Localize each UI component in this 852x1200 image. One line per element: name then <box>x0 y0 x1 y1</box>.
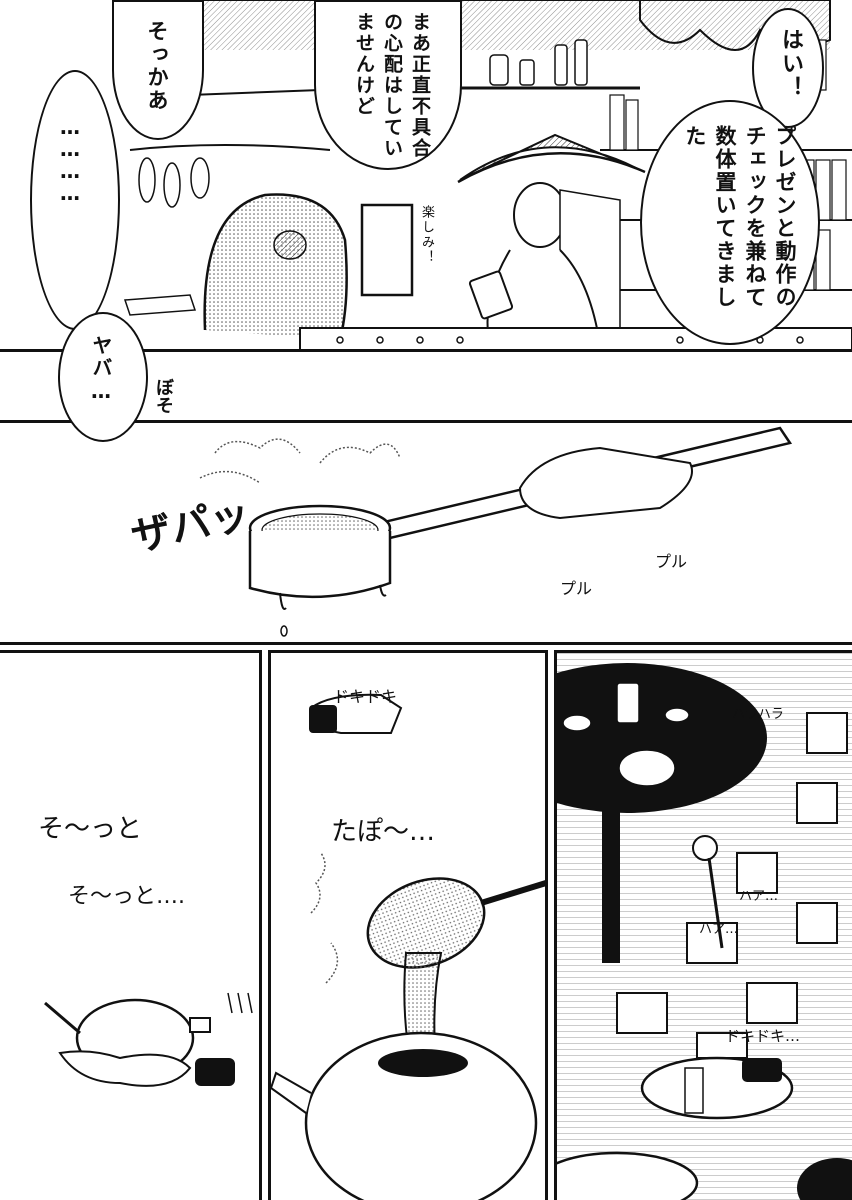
speech-text-maa: まあ正直不具合の心配はしていませんけど <box>353 12 431 159</box>
sfx-dokidoki-2: ドキドキ… <box>725 1027 801 1045</box>
teapot-hands-art <box>44 992 253 1087</box>
sfx-puru-2: プル <box>655 552 688 571</box>
speech-bubble-dots <box>30 70 120 330</box>
sfx-boso: ぼそ <box>153 378 174 414</box>
sfx-tapo: たぽ〜… <box>331 817 436 847</box>
speech-text-hai: はい！ <box>778 28 803 100</box>
speech-text-dots: ………… <box>58 115 82 203</box>
speech-bubble-maa <box>314 0 462 170</box>
shop-background-art <box>123 0 852 349</box>
sfx-haa-2: ハア… <box>699 922 739 937</box>
speech-bubble-hai <box>752 8 824 128</box>
speech-bubble-sokka <box>112 0 204 140</box>
panel-carrying-teapot: そ〜っと そ〜っと…. <box>0 650 262 1200</box>
speech-bubble-yaba <box>58 312 148 442</box>
panel-pouring: ドキドキ たぽ〜… <box>268 650 548 1200</box>
ladle-art <box>199 426 793 637</box>
speech-text-present: プレゼンと動作のチェックを兼ねて数体置いてきました <box>683 125 797 309</box>
panel-table: ハラハラ ハア… ハア… ドキドキ… <box>554 650 852 1200</box>
sfx-soo-1: そ〜っと <box>38 814 143 844</box>
pouring-art <box>271 693 545 1200</box>
sfx-hara: ハラハラ <box>732 707 784 722</box>
panel-ladle: ザパッ プル プル <box>0 420 852 645</box>
sfx-dokidoki: ドキドキ <box>333 687 398 706</box>
speech-text-yaba: ヤバ… <box>89 335 113 405</box>
sfx-soo-2: そ〜っと…. <box>68 884 185 909</box>
sfx-puru-1: プル <box>560 579 593 598</box>
speech-bubble-present <box>640 100 820 345</box>
panel-shop-interior: はい！ プレゼンと動作のチェックを兼ねて数体置いてきました まあ正直不具合の心配… <box>0 0 852 352</box>
sign-text-tanoshimi: 楽しみ！ <box>419 205 434 265</box>
sfx-haa-1: ハア… <box>739 889 779 904</box>
table-floor-art <box>557 653 852 1200</box>
speech-text-sokka: そっかあ <box>145 20 169 112</box>
